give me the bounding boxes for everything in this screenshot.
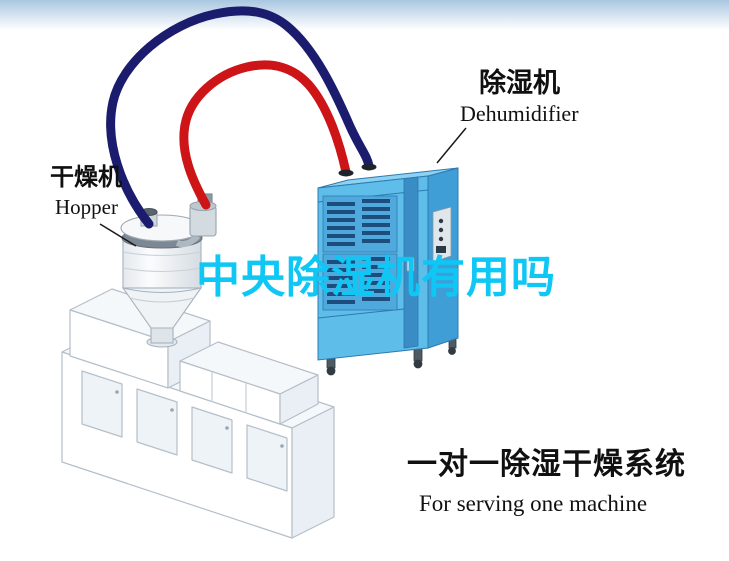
panel-button xyxy=(438,227,444,233)
dehumidifier-label-cn: 除湿机 xyxy=(479,68,560,98)
dehumidifier-illustration xyxy=(317,167,459,376)
hopper-label-cn: 干燥机 xyxy=(50,164,122,191)
dehumidifier-label-en: Dehumidifier xyxy=(460,101,579,126)
dry-air-hose-red xyxy=(179,60,351,210)
return-air-hose-navy xyxy=(106,6,374,229)
vent-grid-upper xyxy=(327,199,390,246)
hopper-label-en: Hopper xyxy=(55,195,118,219)
dehumidifier-top-ports xyxy=(338,163,377,177)
panel-button xyxy=(438,218,444,224)
leader-line-hopper xyxy=(99,223,137,247)
extruder-machine-illustration xyxy=(61,288,335,539)
caption-title-cn: 一对一除湿干燥系统 xyxy=(407,448,686,481)
door-handles xyxy=(115,390,284,448)
panel-display xyxy=(436,246,446,253)
door-handle xyxy=(406,257,415,272)
extruder-door-panels xyxy=(81,370,288,492)
watermark-title: 中央除湿机有用吗 xyxy=(196,253,556,302)
leader-line-dehumidifier xyxy=(436,127,467,164)
vent-grid-lower xyxy=(327,257,390,304)
caption-subtitle-en: For serving one machine xyxy=(419,491,648,516)
sky-gradient-band xyxy=(0,0,729,30)
panel-button xyxy=(438,236,444,242)
control-panel xyxy=(432,206,452,263)
